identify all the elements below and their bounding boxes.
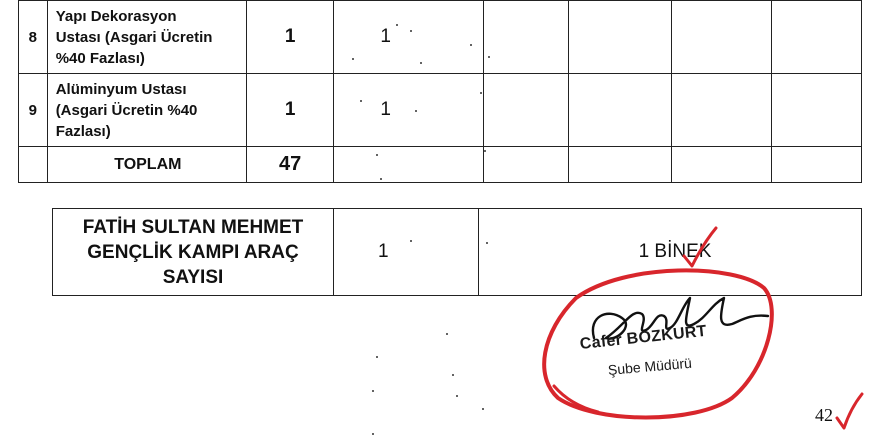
table-row: 8 Yapı Dekorasyon Ustası (Asgari Ücretin… — [18, 0, 863, 74]
vehicle-count: 1 — [333, 208, 479, 296]
checkmark-icon — [682, 226, 718, 268]
camp-label-line: GENÇLİK KAMPI ARAÇ — [87, 241, 299, 263]
row-number: 9 — [18, 73, 48, 147]
empty-cell — [18, 146, 48, 183]
vehicle-type: 1 BİNEK — [478, 208, 862, 296]
camp-vehicle-table: FATİH SULTAN MEHMET GENÇLİK KAMPI ARAÇ S… — [52, 208, 862, 296]
empty-cell — [483, 146, 570, 183]
empty-cell — [333, 146, 485, 183]
position-name-line: Ustası (Asgari Ücretin — [55, 28, 213, 46]
table-row: 9 Alüminyum Ustası (Asgari Ücretin %40 F… — [18, 73, 863, 147]
count-cell: 1 — [245, 73, 335, 147]
count-cell: 1 — [245, 0, 335, 74]
position-name-line: Alüminyum Ustası — [55, 80, 187, 98]
total-row: TOPLAM 47 — [18, 146, 863, 183]
camp-label: FATİH SULTAN MEHMET GENÇLİK KAMPI ARAÇ S… — [52, 208, 334, 296]
count-cell: 1 — [333, 73, 485, 147]
checkmark-icon — [835, 392, 864, 430]
empty-cell — [770, 0, 863, 74]
empty-cell — [770, 146, 863, 183]
camp-label-line: FATİH SULTAN MEHMET — [82, 216, 304, 238]
position-name: Yapı Dekorasyon Ustası (Asgari Ücretin %… — [46, 0, 247, 74]
empty-cell — [671, 73, 772, 147]
empty-cell — [568, 73, 673, 147]
total-count: 47 — [245, 146, 335, 183]
page-number: 42 — [815, 405, 833, 425]
signature-mark — [591, 296, 770, 340]
empty-cell — [770, 73, 863, 147]
empty-cell — [483, 73, 570, 147]
row-number: 8 — [18, 0, 48, 74]
empty-cell — [671, 146, 772, 183]
empty-cell — [483, 0, 570, 74]
empty-cell — [671, 0, 772, 74]
official-stamp — [542, 268, 774, 420]
position-name-line: (Asgari Ücretin %40 — [55, 101, 198, 119]
total-label: TOPLAM — [46, 146, 247, 183]
position-name-line: %40 Fazlası) — [55, 49, 145, 67]
empty-cell — [568, 146, 673, 183]
staff-table: 8 Yapı Dekorasyon Ustası (Asgari Ücretin… — [18, 0, 863, 183]
count-cell: 1 — [333, 0, 485, 74]
table-row: FATİH SULTAN MEHMET GENÇLİK KAMPI ARAÇ S… — [52, 208, 862, 296]
empty-cell — [568, 0, 673, 74]
position-name-line: Yapı Dekorasyon — [55, 7, 177, 25]
position-name-line: Fazlası) — [55, 122, 111, 140]
position-name: Alüminyum Ustası (Asgari Ücretin %40 Faz… — [46, 73, 247, 147]
camp-label-line: SAYISI — [162, 266, 224, 288]
